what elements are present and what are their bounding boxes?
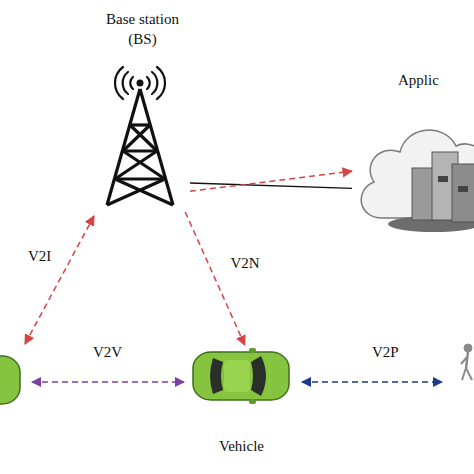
node-label: Vehicle [188, 436, 295, 456]
link-label: V2P [372, 343, 399, 361]
edge-label: V2N [230, 254, 259, 272]
base-station-tower: Base station (BS) [95, 5, 190, 212]
left-vehicle [0, 352, 20, 408]
application-server-cloud: Applic [352, 68, 474, 240]
vehicle-node: Vehicle [188, 345, 295, 462]
v2v-arrow [32, 381, 184, 383]
node-label: Base station (BS) [95, 9, 190, 49]
v2p-arrow [302, 381, 442, 383]
node-label: Applic [398, 70, 474, 90]
cloud-server-icon [352, 68, 474, 240]
link-label: V2V [93, 343, 122, 361]
v2n-server-arrow [190, 171, 352, 191]
pedestrian-figure [461, 344, 472, 380]
v2n-arrow [185, 212, 244, 345]
v2i-arrow [25, 216, 94, 344]
link-label: V2I [28, 247, 51, 265]
